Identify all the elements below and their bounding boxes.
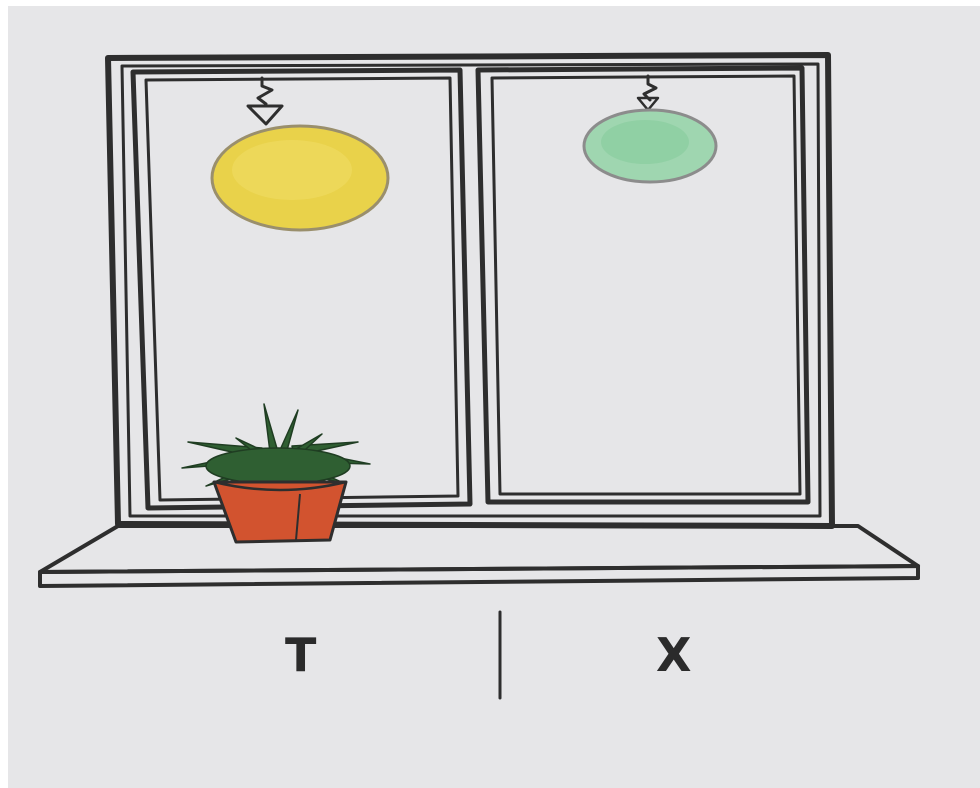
label-right: X [656, 632, 691, 678]
label-left: T [285, 632, 316, 678]
